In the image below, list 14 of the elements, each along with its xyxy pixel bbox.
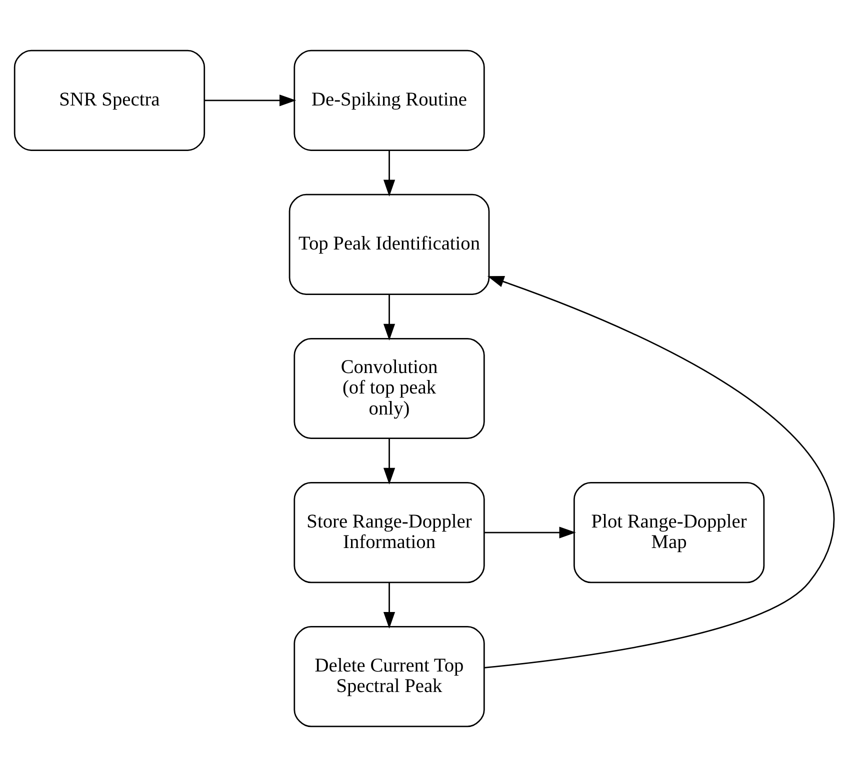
node-box: Store Range-Doppler Information [293, 482, 484, 583]
node-box: Convolution (of top peak only) [293, 337, 484, 439]
node-box: Delete Current Top Spectral Peak [293, 626, 484, 727]
arrow [484, 276, 834, 668]
node-box: De-Spiking Routine [293, 49, 484, 150]
node-box: Top Peak Identification [288, 193, 490, 294]
node-box: Plot Range-Doppler Map [572, 482, 764, 583]
arrow [484, 526, 576, 538]
arrow [382, 294, 395, 340]
arrow [382, 582, 395, 628]
arrow [204, 94, 296, 106]
arrow [382, 438, 395, 484]
node-box: SNR Spectra [13, 49, 205, 150]
arrow [382, 150, 395, 196]
